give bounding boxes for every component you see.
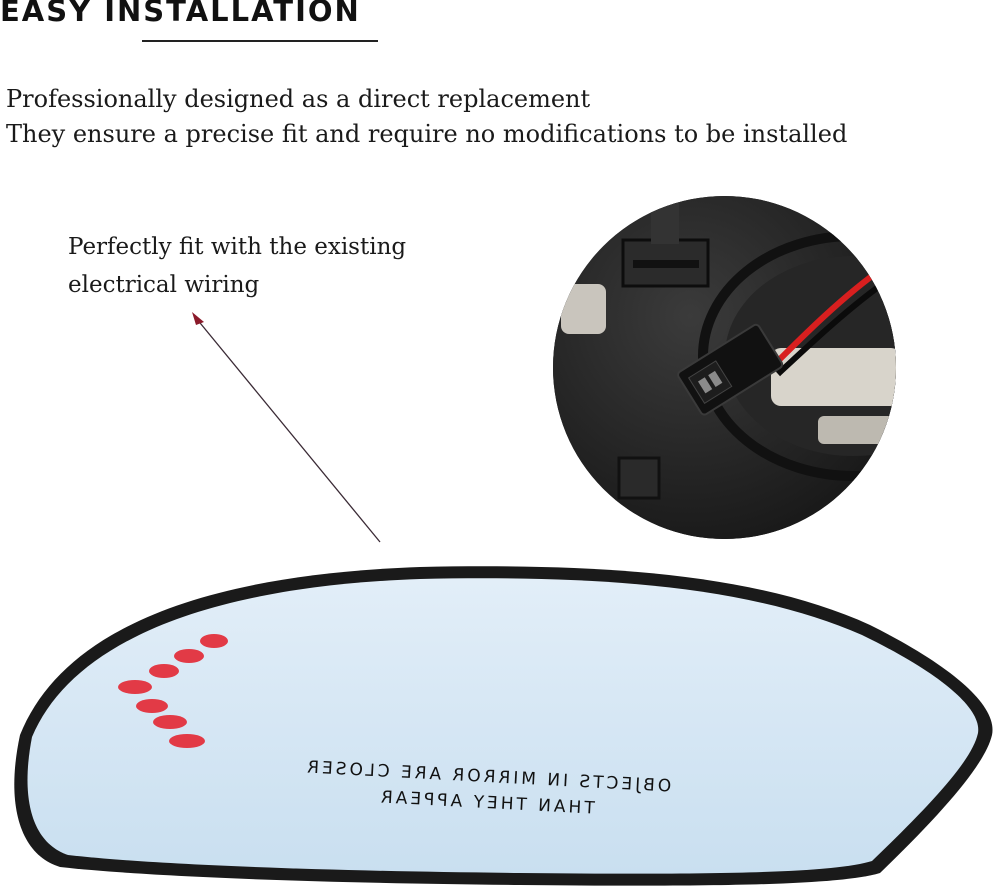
callout-line-2: electrical wiring [68,272,260,298]
mirror-glass-image [14,566,993,886]
connector-closeup-image [553,196,896,539]
intro-line-2: They ensure a precise fit and require no… [6,120,848,148]
intro-line-1: Professionally designed as a direct repl… [6,85,591,113]
turn-signal-arrow-icon [118,634,228,748]
title-underline [142,40,378,42]
intro-text: Professionally designed as a direct repl… [6,82,847,152]
wiring-callout: Perfectly fit with the existing electric… [68,228,468,304]
section-title: EASY INSTALLATION [0,0,361,28]
callout-arrow-icon [192,312,381,543]
callout-line-1: Perfectly fit with the existing [68,234,407,260]
